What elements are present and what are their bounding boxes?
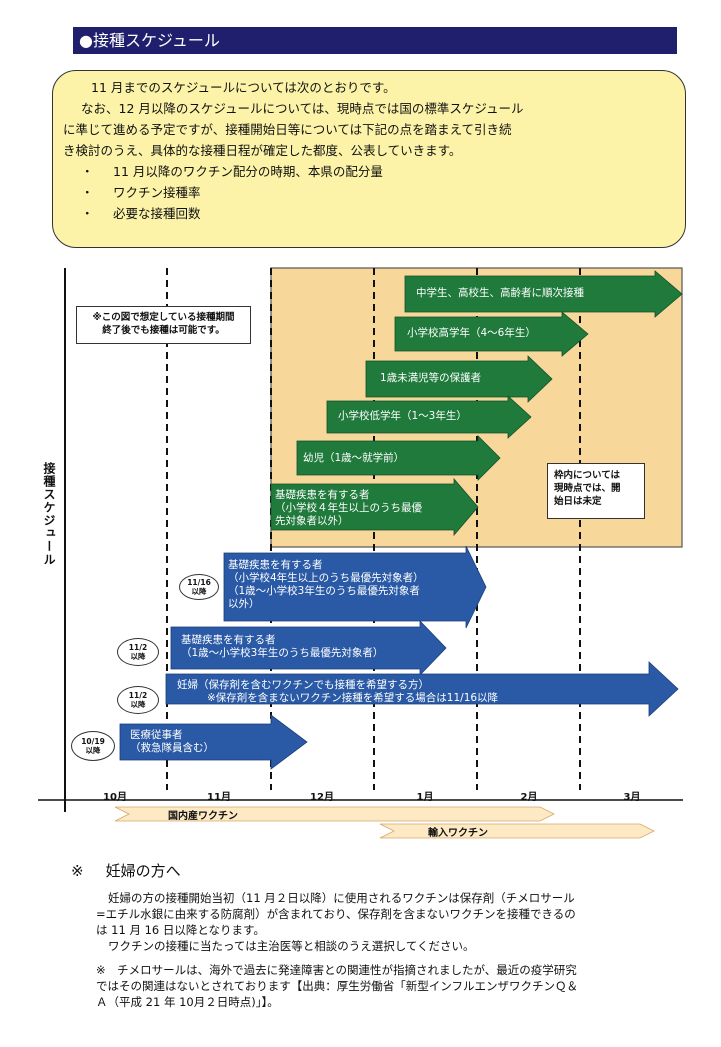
- green-arrow-label: 1歳未満児等の保護者: [380, 372, 482, 384]
- date-badge: 11/16 以降: [179, 574, 219, 600]
- paragraph: 妊婦の方の接種開始当初（11 月２日以降）に使用されるワクチンは保存剤（チメロサ…: [96, 891, 576, 953]
- blue-arrow: [223, 545, 487, 629]
- green-arrow: [394, 311, 589, 357]
- notice-line: なお、12 月以降のスケジュールについては、現時点では国の標準スケジュール: [81, 101, 524, 116]
- green-arrow-label: 幼児（1歳～就学前）: [303, 452, 405, 464]
- y-axis-title: 接種スケジュール: [42, 462, 56, 566]
- period-note: ※この図で想定している接種期間 終了後でも接種は可能です。: [76, 306, 251, 344]
- green-arrow: [404, 270, 683, 318]
- green-arrow: [326, 395, 532, 439]
- section-header: ●接種スケジュール: [73, 27, 677, 54]
- blue-arrow: [170, 620, 447, 676]
- blue-arrow-label: 基礎疾患を有する者 （1歳～小学校3年生のうち最優先対象者）: [181, 634, 384, 659]
- month-label: 11月: [207, 792, 231, 803]
- imported-vaccine-arrow: [379, 823, 655, 839]
- notice-line: に準じて進める予定ですが、接種開始日等については下記の点を踏まえて引き続: [63, 122, 512, 137]
- notice-line: き検討のうえ、具体的な接種日程が確定した都度、公表していきます。: [63, 143, 462, 158]
- green-arrow: [270, 477, 479, 537]
- blue-arrow-label: 基礎疾患を有する者 （小学校4年生以上のうち最優先対象者） （1歳～小学校3年生…: [228, 559, 424, 610]
- blue-arrow: [119, 714, 308, 770]
- imported-vaccine-label: 輸入ワクチン: [428, 828, 488, 839]
- green-arrow-label: 基礎疾患を有する者 （小学校４年生以上のうち最優 先対象者以外）: [275, 489, 422, 527]
- green-arrow-label: 小学校低学年（1～3年生）: [338, 410, 467, 422]
- schedule-diagram: [38, 267, 683, 839]
- green-arrow-label: 小学校高学年（4～6年生）: [407, 327, 536, 339]
- domestic-vaccine-arrow: [114, 806, 555, 822]
- date-badge: 11/2 以降: [117, 686, 159, 714]
- blue-arrow-label: 妊婦（保存剤を含むワクチンでも接種を希望する方） ※保存剤を含まないワクチン接種…: [177, 679, 499, 704]
- date-badge: 11/2 以降: [117, 638, 159, 666]
- pregnant-section-heading: ※妊婦の方へ: [71, 862, 181, 880]
- month-label: 10月: [103, 792, 127, 803]
- month-label: 1月: [416, 792, 434, 803]
- notice-bullet: ・11 月以降のワクチン配分の時期、本県の配分量: [81, 164, 383, 179]
- notice-line: 11 月までのスケジュールについては次のとおりです。: [91, 80, 396, 95]
- green-arrow-label: 中学生、高校生、高齢者に順次接種: [416, 287, 584, 299]
- green-arrow: [365, 355, 553, 403]
- month-label: 2月: [520, 792, 538, 803]
- blue-arrow-label: 医療従事者 （救急隊員含む）: [130, 729, 214, 754]
- footnote: ※ チメロサールは、海外で過去に発達障害との関連性が指摘されましたが、最近の疫学…: [96, 963, 578, 1009]
- frame-note: 枠内については 現時点では、開 始日は未定: [547, 463, 645, 519]
- date-badge: 10/19 以降: [71, 731, 115, 761]
- month-label: 12月: [310, 792, 334, 803]
- blue-arrow: [165, 661, 679, 717]
- notice-bullet-list: ・11 月以降のワクチン配分の時期、本県の配分量 ・ワクチン接種率 ・必要な接種…: [63, 161, 671, 224]
- green-arrow: [296, 435, 501, 481]
- notice-bullet: ・必要な接種回数: [81, 206, 201, 221]
- notice-bullet: ・ワクチン接種率: [81, 185, 201, 200]
- domestic-vaccine-label: 国内産ワクチン: [168, 811, 238, 822]
- month-label: 3月: [623, 792, 641, 803]
- notice-box: 11 月までのスケジュールについては次のとおりです。 なお、12 月以降のスケジ…: [52, 70, 686, 248]
- section-title: ●接種スケジュール: [79, 31, 220, 50]
